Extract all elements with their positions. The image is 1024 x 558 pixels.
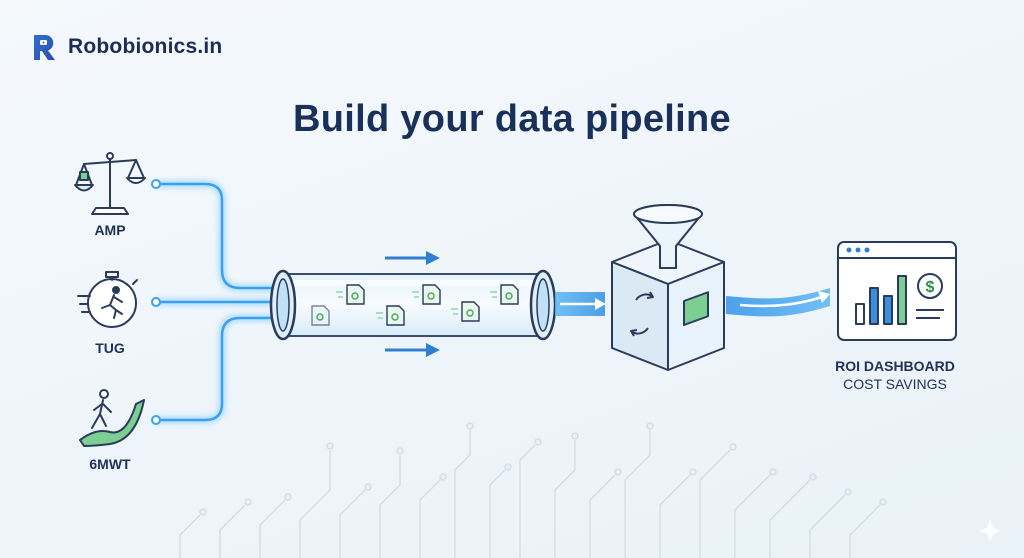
walking-path-icon bbox=[79, 389, 145, 447]
flow-arrows bbox=[385, 251, 440, 357]
processing-cube-icon bbox=[611, 204, 725, 371]
sparkle-icon bbox=[979, 520, 1001, 542]
processor-to-dashboard-flow bbox=[726, 288, 830, 317]
brand-name: Robobionics.in bbox=[68, 35, 223, 58]
input-label-amp: AMP bbox=[94, 222, 126, 238]
input-label-tug: TUG bbox=[95, 340, 125, 356]
output-subtitle: COST SAVINGS bbox=[843, 376, 947, 392]
page-title: Build your data pipeline bbox=[293, 98, 731, 140]
data-file-icon bbox=[311, 284, 519, 326]
robobionics-r-logo-icon bbox=[34, 35, 55, 60]
tube-to-processor-flow bbox=[555, 292, 606, 316]
brand[interactable]: Robobionics.in bbox=[30, 32, 222, 62]
stopwatch-runner-icon bbox=[77, 271, 138, 328]
input-lines bbox=[151, 179, 289, 425]
circuit-traces-decoration bbox=[179, 422, 887, 558]
data-tube bbox=[269, 269, 557, 341]
svg-text:$: $ bbox=[926, 279, 935, 296]
balance-scale-icon bbox=[74, 152, 146, 215]
input-label-6mwt: 6MWT bbox=[89, 456, 131, 472]
output-title: ROI DASHBOARD bbox=[835, 358, 955, 374]
dashboard-chart-dollar-icon: $ bbox=[837, 241, 957, 341]
